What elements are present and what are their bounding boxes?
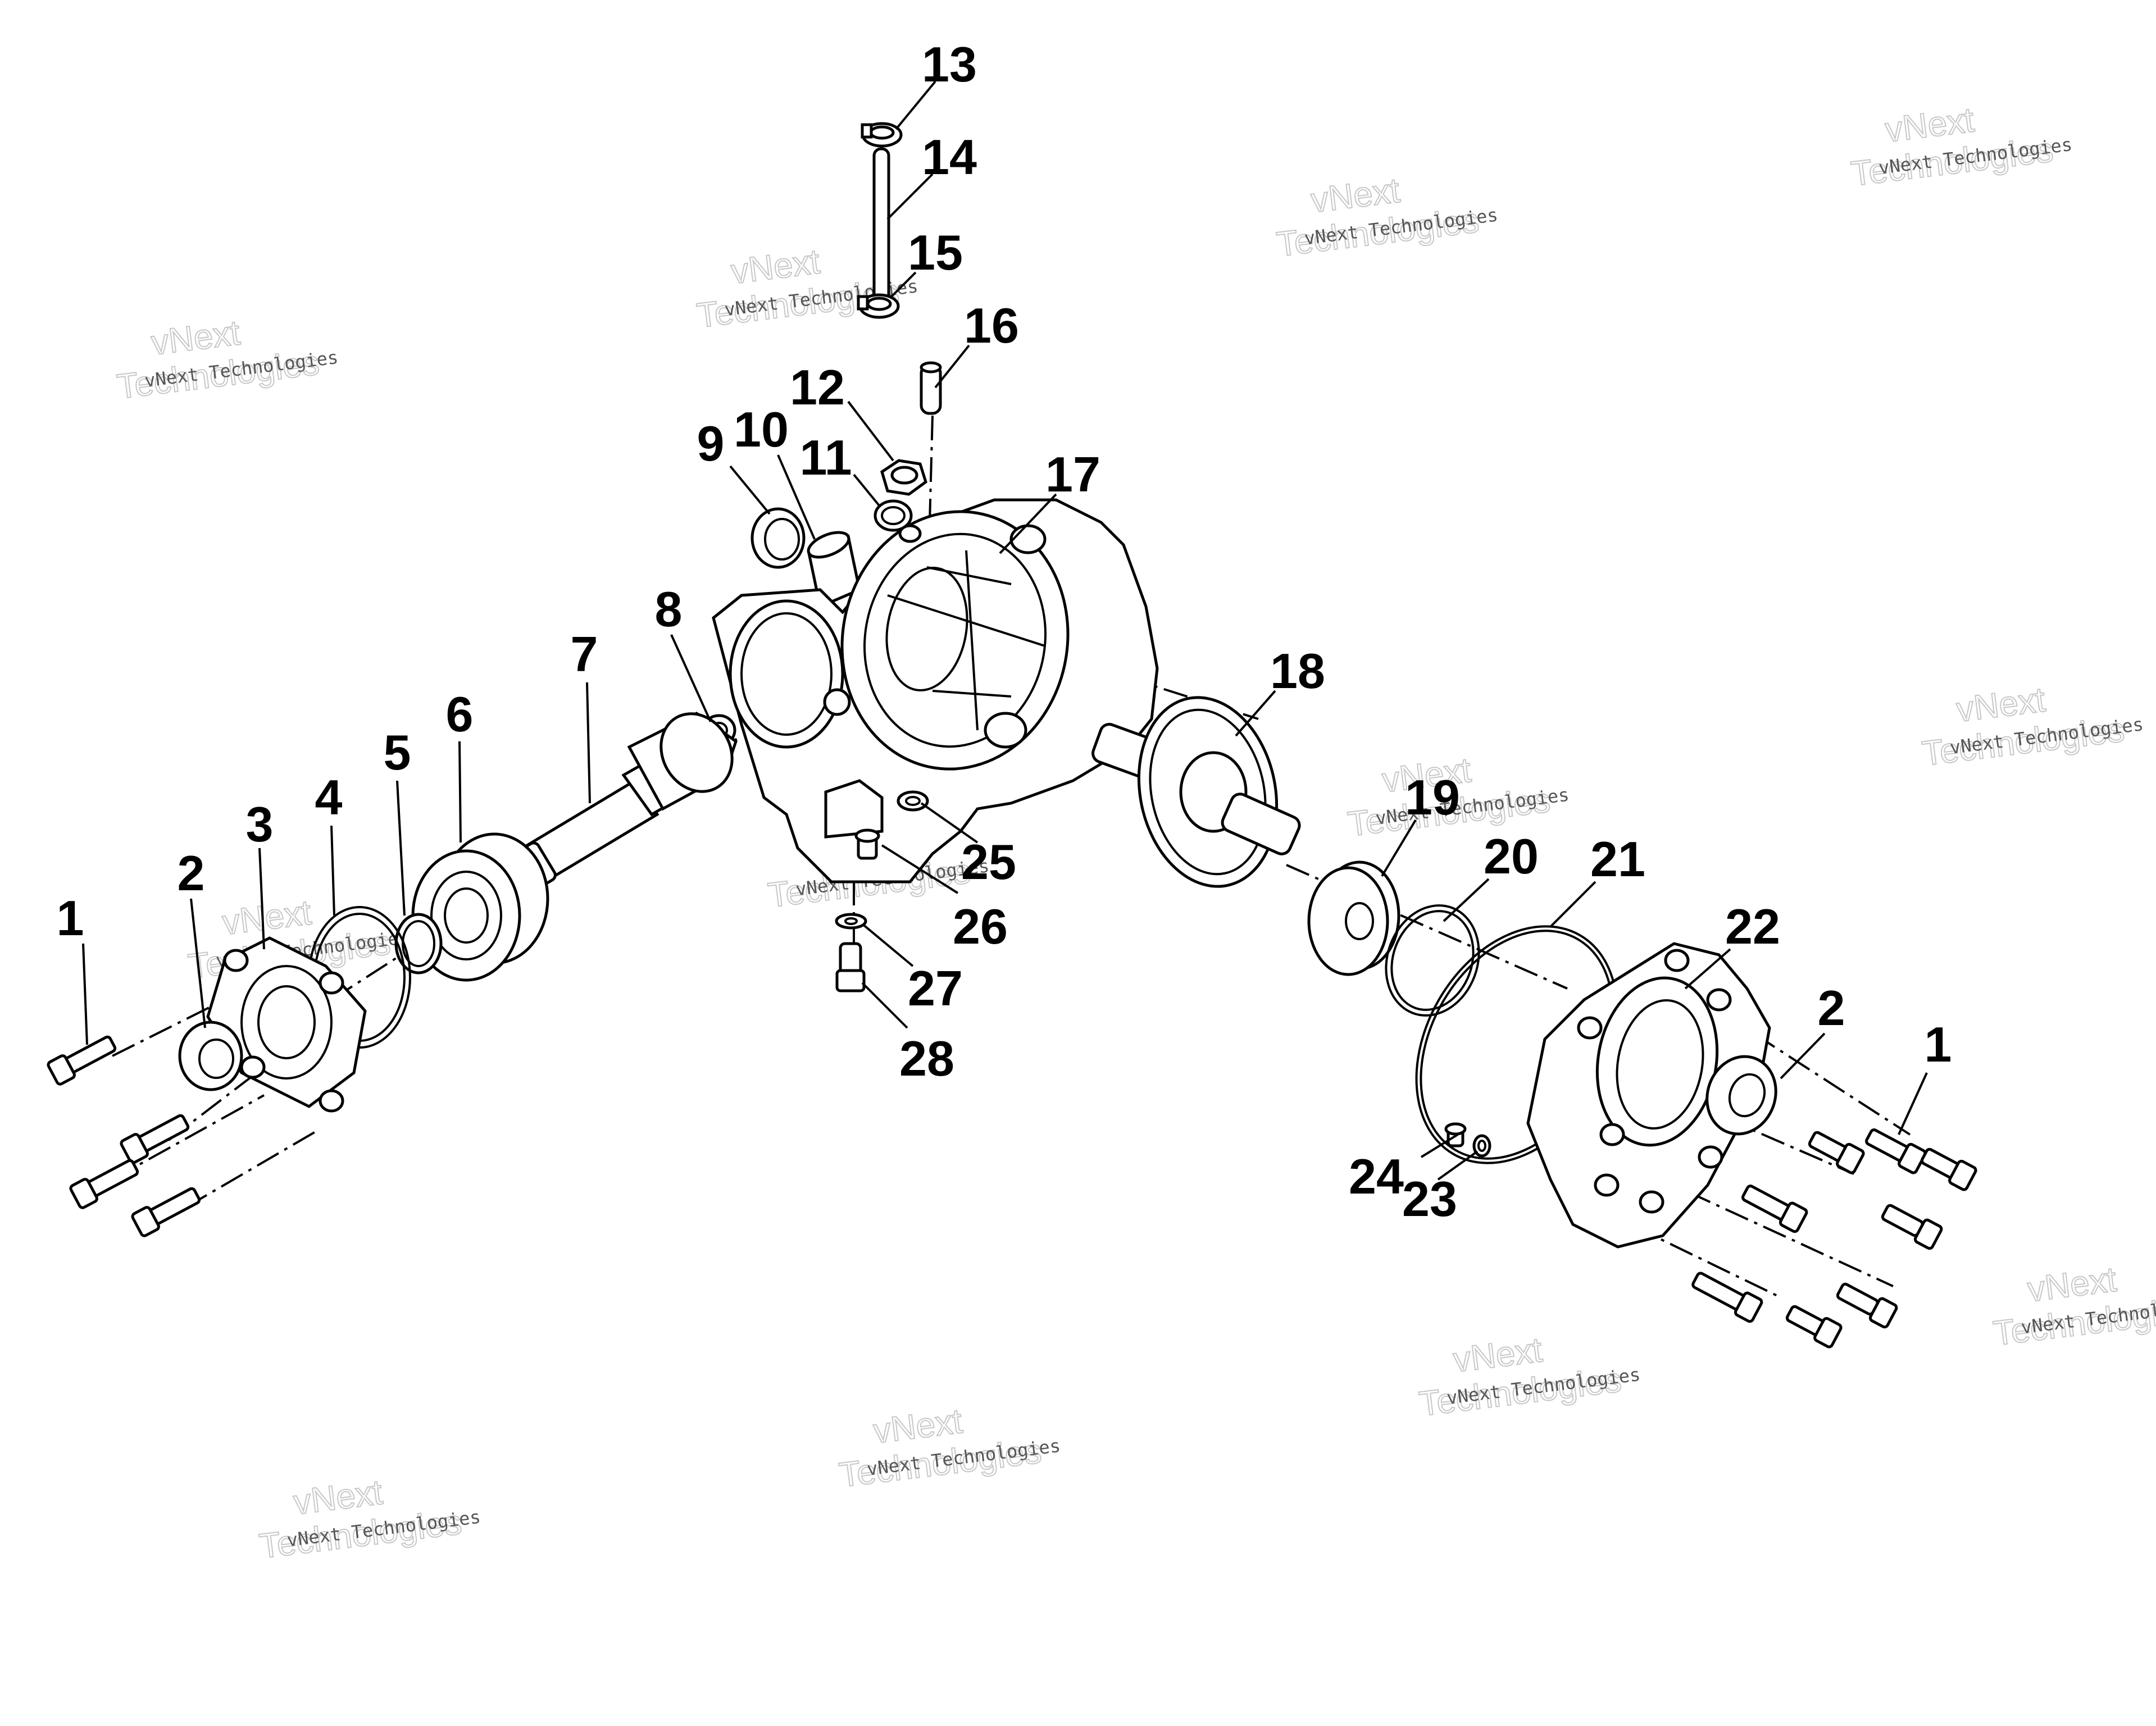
callout-16: 16 [964,298,1019,353]
part-1-bolts-left [47,1035,201,1237]
part-2-seal-left [178,1021,243,1091]
callout-5: 5 [384,725,411,780]
callout-14: 14 [922,129,977,185]
watermark: vNext Technologies vNext Technologies [1920,680,2145,774]
callout-12: 12 [790,359,845,415]
callout-17: 17 [1045,447,1100,502]
leader-lines [82,80,1928,1181]
callout-24: 24 [1349,1149,1404,1204]
part-17-gearcase-housing [712,498,1159,884]
callout-15: 15 [908,225,963,280]
part-12-plug [880,459,927,496]
watermark: vNext Technologies vNext Technologies [836,1401,1062,1496]
part-19-bearing [1307,860,1400,976]
part-20-o-ring [1385,904,1480,1017]
callouts: 1 2 3 4 5 6 7 8 9 10 11 12 13 14 15 16 1… [57,37,1952,1227]
callout-2-left: 2 [178,845,205,901]
callout-20: 20 [1484,828,1539,884]
part-28-bolt [835,942,866,992]
callout-3: 3 [246,796,274,852]
part-9-seal [750,507,806,569]
callout-8: 8 [655,581,683,637]
watermark: vNext Technologies vNext Technologies [1991,1260,2156,1354]
callout-28: 28 [899,1031,954,1086]
callout-18: 18 [1270,643,1325,699]
callout-6: 6 [446,686,474,742]
callout-27: 27 [908,960,963,1016]
part-11-o-ring [874,499,913,532]
callout-25: 25 [961,834,1016,890]
callout-1-left: 1 [57,890,84,946]
part-15-hose-clamp [857,293,900,319]
callout-2-right: 2 [1818,980,1845,1036]
part-7-pinion-shaft [512,712,738,891]
callout-4: 4 [315,769,343,825]
watermark: vNext Technologies vNext Technologies [114,313,339,407]
part-13-hose-clamp [861,122,903,148]
part-24-fitting [1444,1122,1467,1147]
watermark: vNext Technologies vNext Technologies [1848,100,2073,194]
callout-10: 10 [734,402,789,457]
callout-11: 11 [799,430,852,485]
part-10-bushing [807,531,861,609]
callout-22: 22 [1725,899,1780,954]
part-2-seal-right [1705,1055,1777,1136]
watermark: vNext Technologies vNext Technologies [257,1473,482,1567]
part-16-dowel-pin [920,361,942,415]
part-18-ring-gear [1091,696,1301,888]
part-23-o-ring [1472,1134,1491,1158]
watermark: vNext Technologies vNext Technologies [1274,171,1499,265]
callout-1-right: 1 [1925,1017,1952,1072]
part-25-washer [897,790,929,812]
callout-7: 7 [571,626,598,682]
part-22-rear-cover [1526,942,1771,1249]
callout-26: 26 [953,899,1008,954]
callout-19: 19 [1405,769,1460,825]
watermarks: vNext Technologies vNext Technologies vN… [114,100,2156,1567]
part-14-vent-hose [872,147,890,302]
part-3-bearing-cover [206,936,367,1113]
part-1-bolts-right [1691,1128,1977,1349]
callout-9: 9 [697,416,725,471]
part-27-washer [835,913,867,930]
callout-21: 21 [1590,831,1645,887]
callout-13: 13 [922,37,977,92]
part-26-plug [854,828,880,860]
watermark: vNext Technologies vNext Technologies [1416,1330,1641,1424]
callout-23: 23 [1402,1171,1457,1227]
